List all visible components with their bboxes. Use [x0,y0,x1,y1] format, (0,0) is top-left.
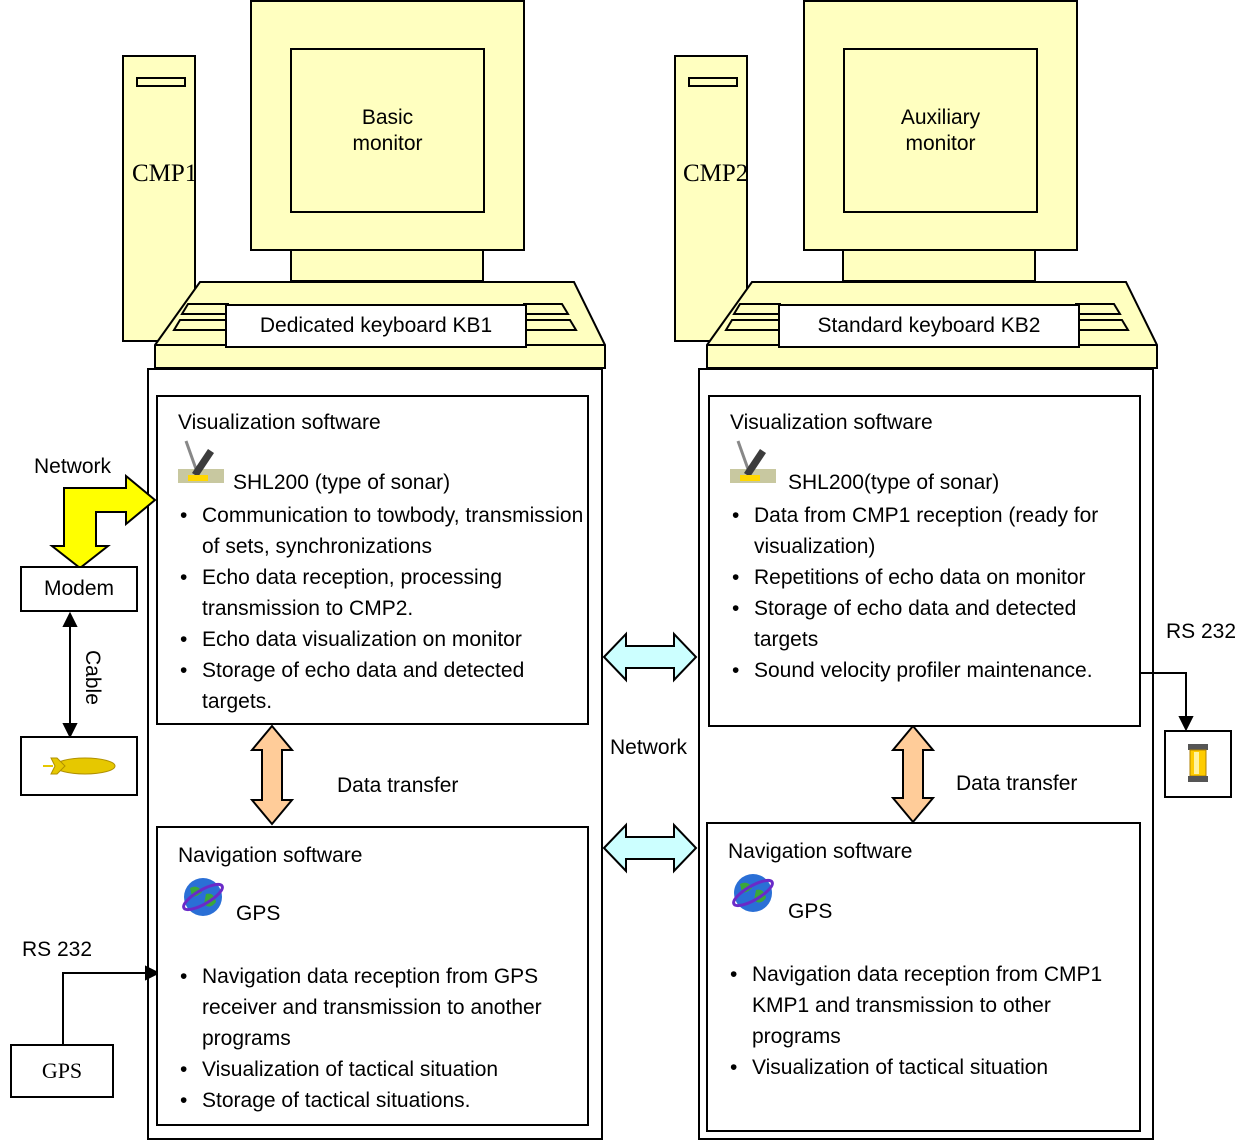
cable-label: Cable [81,650,104,705]
sonar-transducer-icon [730,439,776,485]
kb1-keys [172,303,578,331]
rs232-right-label: RS 232 [1166,620,1237,643]
cmp1-data-transfer-label: Data transfer [337,774,459,797]
cmp2-visualization-box: Visualization software SHL200(type of so… [708,395,1141,727]
cable-arrow [62,611,78,739]
basic-monitor: Basic monitor [250,0,525,251]
list-item: Sound velocity profiler maintenance. [730,655,1140,686]
list-item: Storage of echo data and detected target… [730,593,1140,655]
list-item: Visualization of tactical situation [728,1052,1138,1083]
cmp1-navigation-title: Navigation software [178,844,363,867]
network-link-arrow-upper [602,631,698,683]
cmp2-label: CMP2 [683,160,749,187]
cmp2-drive-slot [688,77,738,87]
kb2-keys [724,303,1130,331]
cmp1-navigation-box: Navigation software GPS Navigation data … [156,826,589,1126]
auxiliary-monitor-screen: Auxiliary monitor [843,48,1038,213]
list-item: Storage of tactical situations. [178,1085,588,1116]
list-item: Echo data visualization on monitor [178,624,588,655]
basic-monitor-screen: Basic monitor [290,48,485,213]
list-item: Repetitions of echo data on monitor [730,562,1140,593]
network-arrow [49,473,157,570]
cmp2-visualization-list: Data from CMP1 reception (ready for visu… [730,500,1140,686]
cmp2-navigation-box: Navigation software GPS Navigation data … [706,822,1141,1132]
cmp1-sonar-type: SHL200 (type of sonar) [233,471,451,494]
rs232-left-label: RS 232 [22,938,93,961]
cmp1-visualization-title: Visualization software [178,411,381,434]
cmp1-tower [122,55,196,342]
list-item: Data from CMP1 reception (ready for visu… [730,500,1140,562]
cmp2-data-transfer-label: Data transfer [956,772,1078,795]
cmp2-sonar-type: SHL200(type of sonar) [788,471,1000,494]
cmp2-navigation-list: Navigation data reception from CMP1 KMP1… [728,959,1138,1083]
modem-box: Modem [20,566,138,612]
list-item: Storage of echo data and detected target… [178,655,588,717]
rs232-left-connector [62,965,161,1044]
kb1-label: Dedicated keyboard KB1 [225,304,527,348]
velocity-probe-box [1164,730,1232,798]
list-item: Navigation data reception from GPS recei… [178,961,588,1054]
auxiliary-monitor: Auxiliary monitor [803,0,1078,251]
cmp1-navigation-list: Navigation data reception from GPS recei… [178,961,588,1116]
cmp1-visualization-list: Communication to towbody, transmission o… [178,500,588,717]
data-transfer-arrow-right [890,724,936,824]
cmp2-gps-label: GPS [788,900,833,923]
list-item: Navigation data reception from CMP1 KMP1… [728,959,1138,1052]
auxiliary-monitor-stand [842,249,1036,282]
globe-icon [180,874,226,920]
cmp2-visualization-title: Visualization software [730,411,933,434]
cmp1-gps-label: GPS [236,902,281,925]
network-link-arrow-lower [602,822,698,874]
cmp1-label: CMP1 [132,160,198,187]
globe-icon [730,870,776,916]
towbody-icon [39,754,119,778]
list-item: Communication to towbody, transmission o… [178,500,588,562]
center-network-label: Network [604,736,688,760]
cmp1-visualization-box: Visualization software SHL200 (type of s… [156,395,589,725]
sonar-transducer-icon [178,439,224,485]
data-transfer-arrow-left [249,724,295,826]
cmp2-tower [674,55,748,342]
network-label: Network [34,455,112,478]
velocity-probe-icon [1186,744,1210,784]
cmp2-navigation-title: Navigation software [728,840,913,863]
towbody-box [20,736,138,796]
cmp1-drive-slot [136,77,186,87]
list-item: Echo data reception, processing transmis… [178,562,588,624]
kb2-label: Standard keyboard KB2 [778,304,1080,348]
list-item: Visualization of tactical situation [178,1054,588,1085]
gps-box: GPS [10,1044,114,1098]
